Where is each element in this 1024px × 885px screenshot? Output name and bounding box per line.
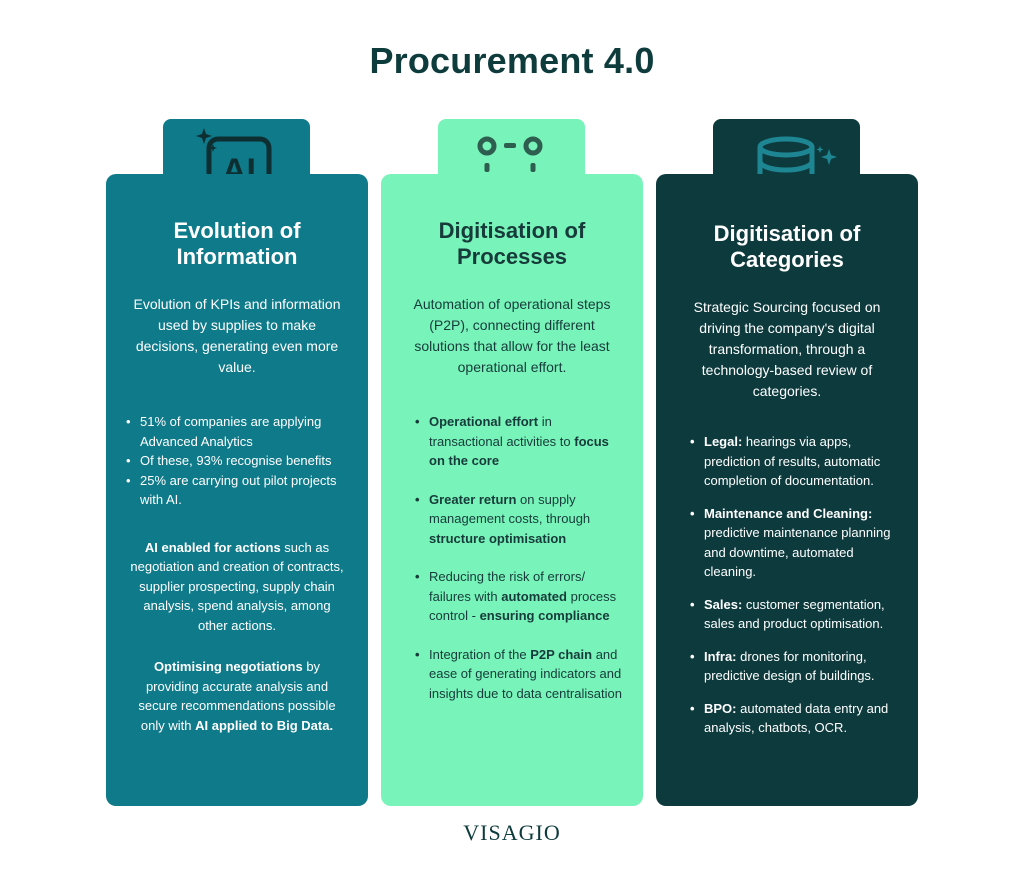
- card-intro: Strategic Sourcing focused on driving th…: [693, 299, 881, 399]
- card-intro: Evolution of KPIs and information used b…: [133, 296, 341, 375]
- list-item: Operational effort in transactional acti…: [413, 412, 625, 471]
- list-item: Infra: drones for monitoring, predictive…: [688, 647, 900, 686]
- list-item: Legal: hearings via apps, prediction of …: [688, 432, 900, 491]
- benefits-list: Operational effort in transactional acti…: [399, 412, 625, 703]
- categories-list: Legal: hearings via apps, prediction of …: [674, 432, 900, 738]
- ai-actions-paragraph: AI enabled for actions such as negotiati…: [130, 539, 344, 633]
- stats-list: 51% of companies are applying Advanced A…: [124, 412, 350, 510]
- list-item: 25% are carrying out pilot projects with…: [124, 471, 350, 510]
- list-item: Integration of the P2P chain and ease of…: [413, 645, 625, 704]
- list-item: BPO: automated data entry and analysis, …: [688, 699, 900, 738]
- list-item: Greater return on supply management cost…: [413, 490, 625, 549]
- list-item: Reducing the risk of errors/ failures wi…: [413, 567, 625, 626]
- list-item: Of these, 93% recognise benefits: [124, 451, 350, 471]
- brand-logo: VISAGIO: [463, 820, 561, 845]
- list-item: 51% of companies are applying Advanced A…: [124, 412, 350, 451]
- page-title: Procurement 4.0: [369, 40, 655, 81]
- list-item: Sales: customer segmentation, sales and …: [688, 595, 900, 634]
- negotiations-paragraph: Optimising negotiations by providing acc…: [138, 659, 336, 733]
- list-item: Maintenance and Cleaning: predictive mai…: [688, 504, 900, 582]
- card-intro: Automation of operational steps (P2P), c…: [413, 296, 611, 375]
